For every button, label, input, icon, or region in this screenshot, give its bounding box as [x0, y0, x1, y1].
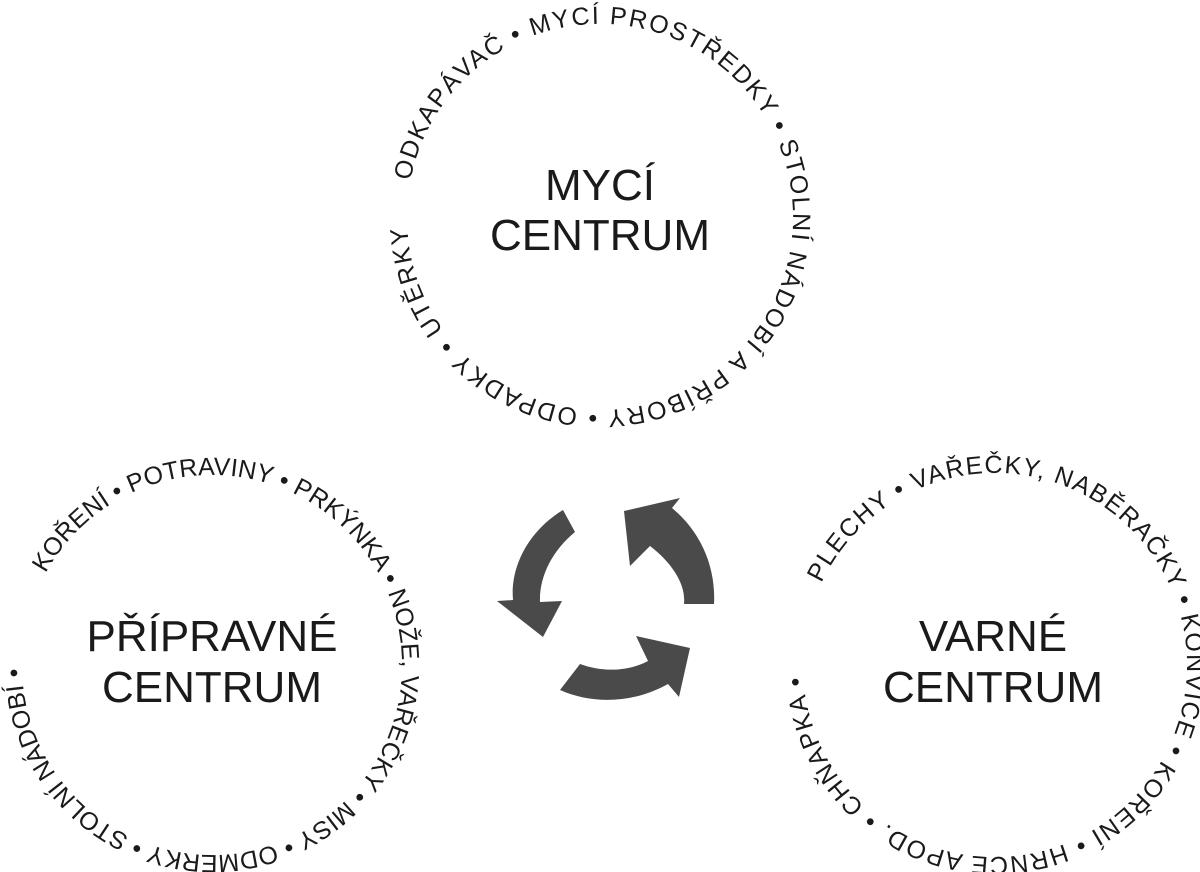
center-pripravne: KOŘENÍ • POTRAVINY • PRKÝNKA • NOŽE, VAŘ… — [0, 453, 424, 872]
center-myci: ODKAPÁVAČ • MYCÍ PROSTŘEDKY • STOLNÍ NÁD… — [0, 0, 815, 432]
arrow-left — [497, 510, 575, 637]
center-title-line2: CENTRUM — [883, 663, 1103, 712]
arrow-bottom — [560, 636, 690, 700]
center-varne: PLECHY • VAŘEČKY, NABĚRAČKY • KONVICE • … — [781, 450, 1200, 872]
three-arrow-cycle-icon — [497, 498, 715, 700]
center-title-line1: VARNÉ — [919, 612, 1067, 661]
center-title-line1: PŘÍPRAVNÉ — [86, 612, 337, 661]
center-title-line1: MYCÍ — [545, 161, 656, 210]
arrow-top-right — [624, 498, 715, 604]
center-title-line2: CENTRUM — [490, 211, 710, 260]
center-title-line2: CENTRUM — [102, 663, 322, 712]
